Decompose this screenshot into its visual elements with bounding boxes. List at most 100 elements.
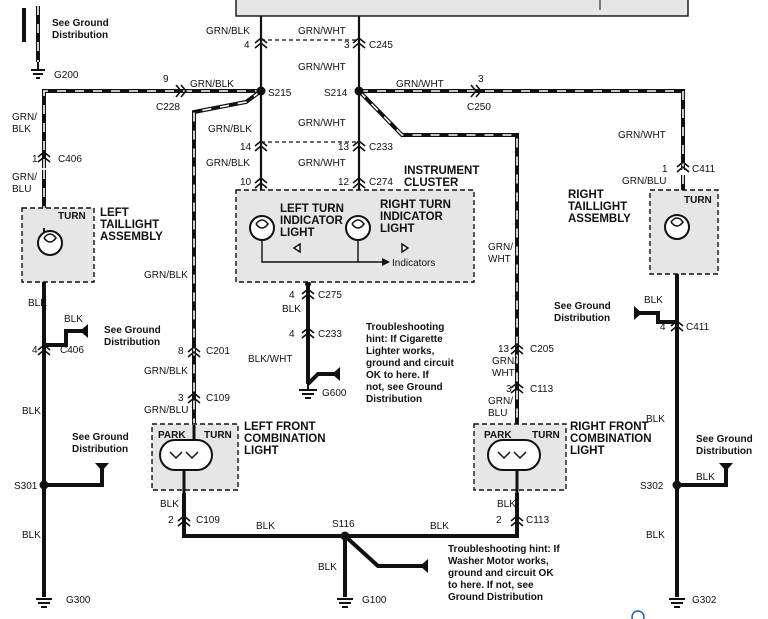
text: LEFT TURN: [280, 203, 344, 215]
path: [299, 384, 317, 399]
s215-label: S215: [268, 88, 292, 99]
text: See Ground: [554, 301, 611, 312]
text: not, see Ground: [366, 382, 443, 393]
text: WHT: [488, 254, 511, 265]
text: INSTRUMENT: [404, 165, 479, 177]
left-front-bulb: [159, 439, 213, 471]
path: [169, 451, 199, 460]
text: C233: [369, 142, 393, 153]
text: GRN/BLK: [206, 26, 250, 37]
text: OK to here. If: [366, 370, 429, 381]
text: 4: [32, 345, 38, 356]
text: C228: [156, 102, 180, 113]
polygon: [332, 367, 340, 381]
path: [470, 84, 483, 98]
wire-s301-stub: [44, 463, 104, 487]
text: GRN/BLK: [206, 158, 250, 169]
text: INDICATOR: [280, 215, 344, 227]
splice-s215: [256, 86, 266, 96]
gnd-arrows: [80, 306, 733, 573]
path: [31, 62, 45, 79]
path: [352, 176, 366, 189]
text: LEFT: [100, 207, 129, 219]
text: BLK: [646, 530, 665, 541]
polyline: [261, 240, 359, 263]
path: [352, 36, 366, 49]
text: 4: [660, 322, 666, 333]
text: GRN/WHT: [298, 118, 346, 129]
text: BLK/WHT: [248, 354, 292, 365]
text: RIGHT: [568, 189, 604, 201]
gnd-ref-top-line2: Distribution: [52, 30, 108, 41]
path: [301, 287, 315, 300]
wire-grnblk-leftfront: [192, 89, 263, 425]
right-arrow-icon: [401, 242, 410, 254]
text: C113: [530, 384, 554, 395]
path: [177, 514, 191, 527]
splice-s214: [354, 86, 364, 96]
text: RIGHT FRONT: [570, 421, 649, 433]
text: ground and circuit OK: [448, 568, 554, 579]
text: BLK: [646, 414, 665, 425]
text: 2: [496, 515, 502, 526]
path: [254, 139, 268, 152]
text: hint: If Cigarette: [366, 334, 443, 345]
text: BLK: [696, 472, 715, 483]
path: [352, 139, 366, 152]
text: GRN/WHT: [618, 130, 666, 141]
connector-symbols: [37, 36, 690, 527]
text: BLK: [644, 295, 663, 306]
text: 8: [178, 346, 184, 357]
ground-symbols: [31, 62, 685, 608]
text: Troubleshooting hint: If: [448, 544, 560, 555]
text: INDICATOR: [380, 211, 444, 223]
text: C411: [686, 322, 710, 333]
text: TURN: [58, 211, 86, 222]
text: GRN/: [488, 242, 513, 253]
text: C201: [206, 346, 230, 357]
text: Ground Distribution: [448, 592, 543, 603]
splice-s301: [39, 480, 49, 490]
text: GRN/BLK: [190, 79, 234, 90]
text: RIGHT TURN: [380, 199, 451, 211]
text: BLU: [12, 184, 31, 195]
text: 4: [244, 40, 250, 51]
text: 1: [32, 154, 38, 165]
text: 13: [498, 344, 510, 355]
text: GRN/: [492, 356, 517, 367]
text: LIGHT: [570, 445, 605, 457]
text: LIGHT: [280, 227, 315, 239]
g100-label: G100: [362, 595, 387, 606]
path: [510, 342, 524, 355]
path: [510, 514, 524, 527]
path: [669, 598, 685, 608]
text: BLK: [22, 406, 41, 417]
text: GRN/: [12, 172, 37, 183]
text: GRN/BLU: [622, 176, 666, 187]
text: LIGHT: [380, 223, 415, 235]
path: [37, 150, 51, 163]
text: C233: [318, 329, 342, 340]
s214-label: S214: [324, 88, 348, 99]
text: BLK: [12, 124, 31, 135]
wire-grnwht-rightfront: [357, 89, 519, 425]
text: 3: [478, 74, 484, 85]
text: Washer Motor works,: [448, 556, 549, 567]
polygon: [719, 463, 733, 471]
text: GRN/WHT: [298, 26, 346, 37]
path: [254, 176, 268, 189]
text: BLK: [318, 562, 337, 573]
s116-label: S116: [332, 519, 355, 530]
s301-label: S301: [14, 481, 38, 492]
text: BLK: [28, 298, 47, 309]
text: C406: [58, 154, 82, 165]
path: [670, 217, 684, 227]
path: [187, 391, 201, 404]
text: 4: [289, 290, 295, 301]
polygon: [382, 258, 390, 266]
text: Lighter works,: [366, 346, 435, 357]
text: Distribution: [104, 337, 160, 348]
text: C274: [369, 177, 393, 188]
path: [497, 451, 527, 460]
